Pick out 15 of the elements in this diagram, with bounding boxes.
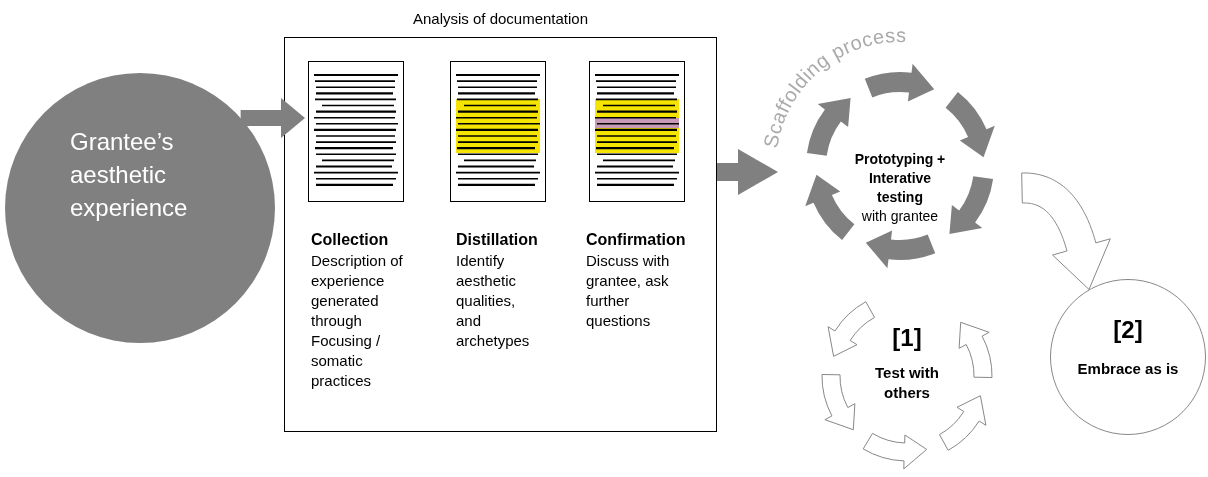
option-title: Embrace as is xyxy=(1076,359,1180,379)
cycle-subtitle: with grantee xyxy=(860,207,940,226)
arrow xyxy=(240,98,305,138)
option-number: [2] xyxy=(1112,316,1144,344)
step-description: Description of experience generated through Focusing / somatic practices xyxy=(311,251,404,391)
step-title: Distillation xyxy=(456,230,539,250)
option-title: Test with others xyxy=(874,363,940,403)
step-description: Identify aesthetic qualities, and archetypes xyxy=(456,251,531,351)
option-number: [1] xyxy=(891,324,923,352)
step-title: Confirmation xyxy=(586,230,687,250)
arrow xyxy=(717,149,778,195)
step-description: Discuss with grantee, ask further questions xyxy=(586,251,671,331)
step-title: Collection xyxy=(311,230,390,250)
node-label: Grantee’s aesthetic experience xyxy=(70,127,189,223)
frame-heading: Analysis of documentation xyxy=(411,10,590,27)
